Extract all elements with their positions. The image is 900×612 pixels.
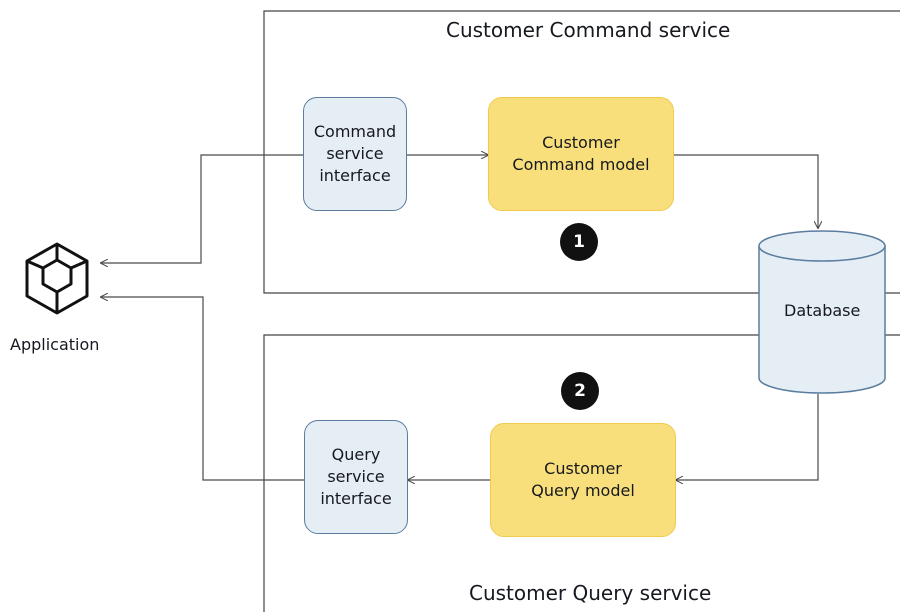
command-service-boundary (263, 10, 900, 294)
query-service-interface: Query service interface (304, 420, 408, 534)
query-interface-label: Query service interface (320, 445, 392, 508)
command-service-title: Customer Command service (446, 18, 731, 42)
cube-icon (25, 242, 89, 315)
arrow-database-to-query-model (676, 394, 819, 480)
command-service-interface: Command service interface (303, 97, 407, 211)
step-badge-2: 2 (561, 372, 599, 410)
database-cylinder (758, 230, 886, 394)
arrow-command-interface-to-application (101, 154, 303, 263)
command-model-label: Customer Command model (512, 133, 650, 174)
database-label: Database (784, 301, 861, 320)
query-service-title: Customer Query service (469, 581, 712, 605)
application-label: Application (10, 335, 100, 354)
query-model-label: Customer Query model (531, 459, 635, 500)
arrow-query-interface-to-application (101, 297, 304, 481)
customer-command-model: Customer Command model (488, 97, 674, 211)
command-interface-label: Command service interface (313, 122, 397, 185)
step-badge-1: 1 (560, 223, 598, 261)
arrow-command-model-to-database (674, 154, 818, 228)
customer-query-model: Customer Query model (490, 423, 676, 537)
query-service-boundary (263, 334, 900, 612)
